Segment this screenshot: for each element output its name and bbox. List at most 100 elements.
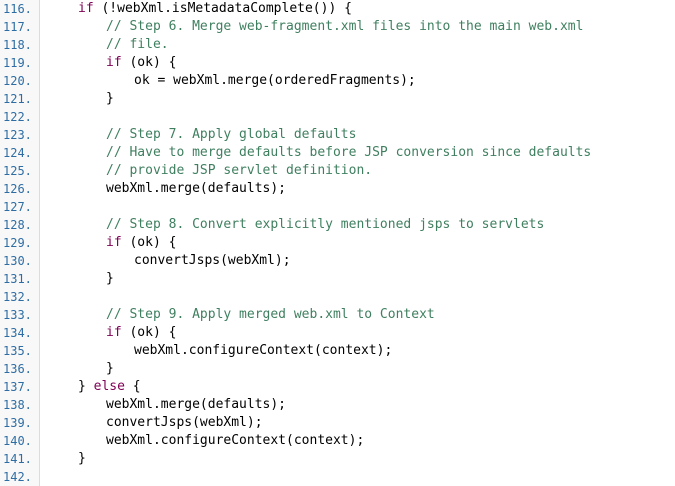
code-token: } [106,91,114,106]
code-line: 131.} [0,270,675,288]
comment-token: // Step 9. Apply merged web.xml to Conte… [106,307,435,322]
keyword-token: if [106,235,122,250]
code-line: 122. [0,108,675,126]
line-number: 131. [3,272,32,286]
code-token: webXml.merge(defaults); [106,181,287,196]
code-line: 127. [0,198,675,216]
code-line: 123. // Step 7. Apply global defaults [0,126,675,144]
line-number-gutter [0,0,40,486]
code-line: 125. // provide JSP servlet definition. [0,162,675,180]
line-code: webXml.configureContext(context); [106,432,364,450]
code-line: 129.if (ok) { [0,234,675,252]
comment-token: // Step 7. Apply global defaults [106,127,357,142]
line-code: // Step 8. Convert explicitly mentioned … [106,216,544,234]
code-line: 130. convertJsps(webXml); [0,252,675,270]
line-number: 139. [3,416,32,430]
code-token: webXml.merge(defaults); [106,397,287,412]
line-number: 123. [3,128,32,142]
line-number: 121. [3,92,32,106]
line-number: 134. [3,326,32,340]
line-code: webXml.merge(defaults); [106,396,286,414]
line-code: } [106,360,114,378]
line-code: if (ok) { [106,324,176,342]
line-code: // provide JSP servlet definition. [106,162,372,180]
code-line: 132. [0,288,675,306]
comment-token: // Step 8. Convert explicitly mentioned … [106,217,545,232]
comment-token: // provide JSP servlet definition. [106,163,373,178]
code-line: 140. webXml.configureContext(context); [0,432,675,450]
keyword-token: if [106,55,122,70]
line-number: 140. [3,434,32,448]
line-number: 142. [3,470,32,484]
line-number: 132. [3,290,32,304]
code-line: 139. convertJsps(webXml); [0,414,675,432]
comment-token: // Step 6. Merge web-fragment.xml files … [106,19,584,34]
line-code: webXml.merge(defaults); [106,180,286,198]
code-token: (ok) { [121,325,177,340]
code-line: 124. // Have to merge defaults before JSP… [0,144,675,162]
line-code: } [78,450,86,468]
line-code: // Step 9. Apply merged web.xml to Conte… [106,306,435,324]
line-number: 129. [3,236,32,250]
line-number: 122. [3,110,32,124]
code-token: webXml.configureContext(context); [106,433,365,448]
line-code: convertJsps(webXml); [134,252,291,270]
line-code: } else { [78,378,141,396]
code-token: { [124,379,141,394]
line-code: webXml.configureContext(context); [134,342,392,360]
line-code: } [106,270,114,288]
line-number: 133. [3,308,32,322]
code-line: 135. webXml.configureContext(context); [0,342,675,360]
line-code: if (!webXml.isMetadataComplete()) { [78,0,352,18]
code-line: 133. // Step 9. Apply merged web.xml to C… [0,306,675,324]
line-number: 116. [3,2,32,16]
code-line: 116. if (!webXml.isMetadataComplete()) { [0,0,675,18]
keyword-token: if [106,325,122,340]
line-number: 128. [3,218,32,232]
code-line: 117. // Step 6. Merge web-fragment.xml fi… [0,18,675,36]
comment-token: // file. [106,37,169,52]
comment-token: // Have to merge defaults before JSP con… [106,145,592,160]
code-token: ok = webXml.merge(orderedFragments); [134,73,416,88]
code-token: } [106,361,114,376]
code-token: (ok) { [121,55,177,70]
keyword-token: else [93,379,125,394]
code-line: 120. ok = webXml.merge(orderedFragments); [0,72,675,90]
line-code: // Step 7. Apply global defaults [106,126,356,144]
code-token: convertJsps(webXml); [106,415,263,430]
line-number: 127. [3,200,32,214]
line-number: 118. [3,38,32,52]
line-number: 124. [3,146,32,160]
code-token: } [78,451,86,466]
line-code: convertJsps(webXml); [106,414,263,432]
code-line: 121.} [0,90,675,108]
code-token: (!webXml.isMetadataComplete()) { [93,1,352,16]
line-code: } [106,90,114,108]
code-line: 134. if (ok) { [0,324,675,342]
line-number: 126. [3,182,32,196]
line-code: // Step 6. Merge web-fragment.xml files … [106,18,583,36]
code-line: 142. [0,468,675,486]
line-number: 119. [3,56,32,70]
code-line: 126. webXml.merge(defaults); [0,180,675,198]
line-number: 141. [3,452,32,466]
line-number: 130. [3,254,32,268]
code-line: 138. webXml.merge(defaults); [0,396,675,414]
line-number: 117. [3,20,32,34]
code-token: convertJsps(webXml); [134,253,291,268]
line-code: if (ok) { [106,54,176,72]
line-number: 125. [3,164,32,178]
line-number: 135. [3,344,32,358]
code-token: } [106,271,114,286]
code-line: 118. // file. [0,36,675,54]
line-number: 136. [3,362,32,376]
code-token: webXml.configureContext(context); [134,343,393,358]
line-code: // Have to merge defaults before JSP con… [106,144,591,162]
code-token: } [78,379,94,394]
code-line: 137.} else { [0,378,675,396]
line-code: // file. [106,36,169,54]
line-number: 138. [3,398,32,412]
line-number: 120. [3,74,32,88]
line-number: 137. [3,380,32,394]
